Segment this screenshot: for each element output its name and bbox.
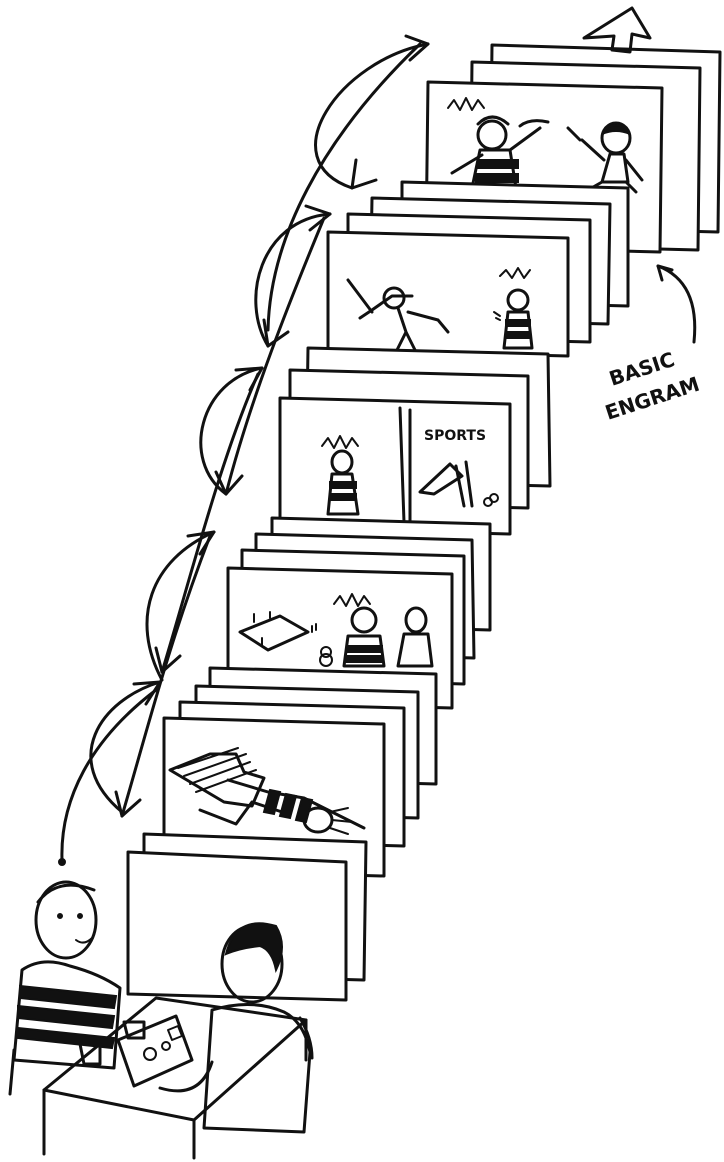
- bat-swing-picture: [346, 267, 534, 354]
- engram-stack-3: SPORTS: [278, 346, 552, 536]
- up-arrow-icon: [582, 6, 652, 54]
- engram-stack-2: [326, 180, 630, 358]
- e-meter-device: [116, 1014, 194, 1088]
- sports-sign: SPORTS: [424, 428, 486, 444]
- engram-stack-5: [162, 666, 438, 878]
- sports-picture: SPORTS: [321, 406, 499, 524]
- engram-stack-6: [126, 832, 368, 1002]
- tin-can: [122, 1020, 146, 1040]
- tin-can: [78, 1042, 102, 1066]
- auditor-person: [158, 922, 314, 1134]
- picture-frame-front: [278, 396, 512, 536]
- double-arrow: [314, 42, 430, 190]
- time-track-arrows: [58, 34, 430, 866]
- pain-marks: [447, 97, 485, 111]
- dinner-table-picture: [238, 593, 434, 668]
- fight-scene-picture: [447, 97, 644, 194]
- picture-frame-front: [126, 850, 348, 1002]
- auditing-scene: [8, 880, 314, 1160]
- preclear-person: [8, 880, 146, 1096]
